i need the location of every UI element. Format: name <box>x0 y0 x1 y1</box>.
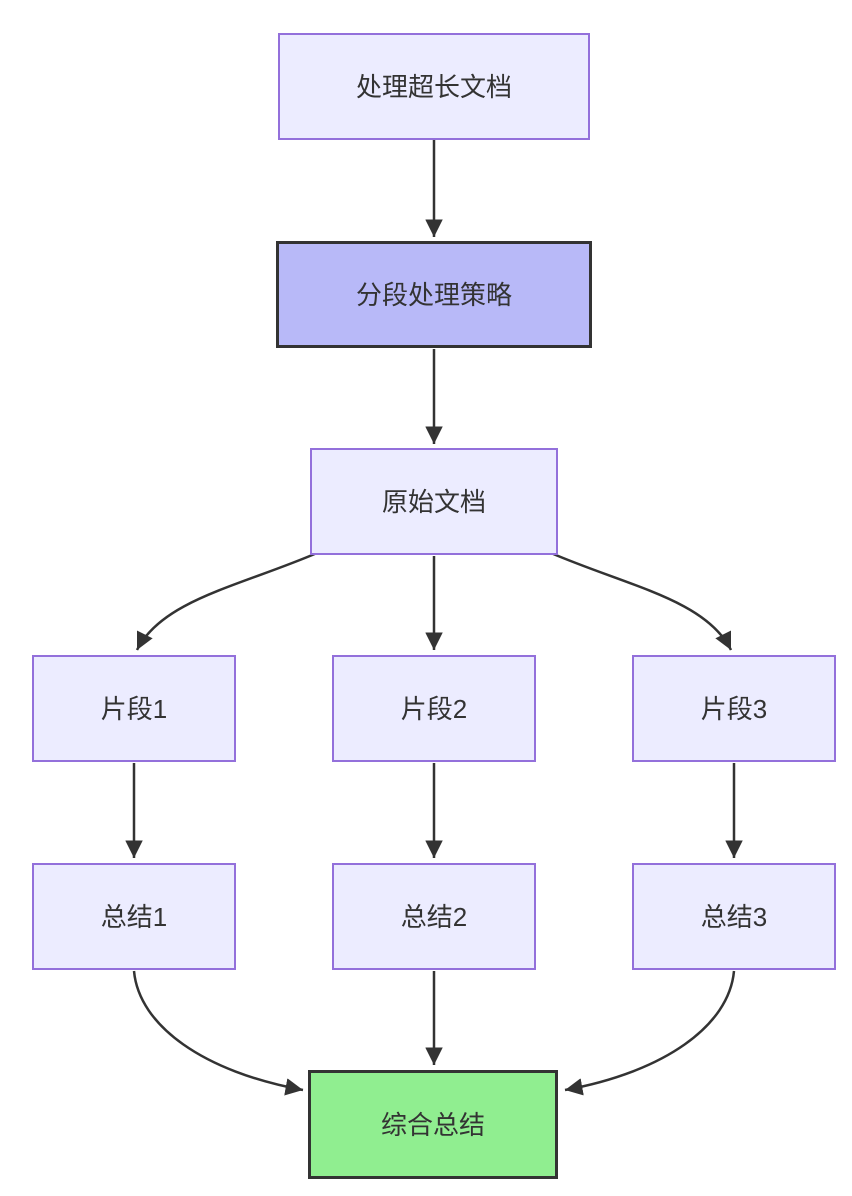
node-summary-3-label: 总结3 <box>700 901 768 932</box>
node-fragment-3: 片段3 <box>632 655 836 762</box>
node-fragment-1-label: 片段1 <box>100 693 168 724</box>
node-summary-3: 总结3 <box>632 863 836 970</box>
node-summary-1: 总结1 <box>32 863 236 970</box>
node-segment-strategy: 分段处理策略 <box>276 241 592 348</box>
edge-summary-1-to-final <box>132 970 304 1096</box>
node-fragment-2-label: 片段2 <box>400 693 468 724</box>
node-summary-2: 总结2 <box>332 863 536 970</box>
edge-original-to-fragment-1 <box>135 551 318 651</box>
node-process-long-doc-label: 处理超长文档 <box>355 71 512 102</box>
node-final-summary-label: 综合总结 <box>380 1109 485 1140</box>
edge-summary-3-to-final <box>564 970 736 1096</box>
edge-original-to-fragment-3 <box>550 551 733 651</box>
node-segment-strategy-label: 分段处理策略 <box>355 279 512 310</box>
node-fragment-3-label: 片段3 <box>700 693 768 724</box>
node-summary-1-label: 总结1 <box>100 901 168 932</box>
node-original-doc-label: 原始文档 <box>381 486 486 517</box>
node-fragment-1: 片段1 <box>32 655 236 762</box>
node-process-long-doc: 处理超长文档 <box>278 33 590 140</box>
node-final-summary: 综合总结 <box>308 1070 558 1179</box>
node-summary-2-label: 总结2 <box>400 901 468 932</box>
node-fragment-2: 片段2 <box>332 655 536 762</box>
node-original-doc: 原始文档 <box>310 448 558 555</box>
